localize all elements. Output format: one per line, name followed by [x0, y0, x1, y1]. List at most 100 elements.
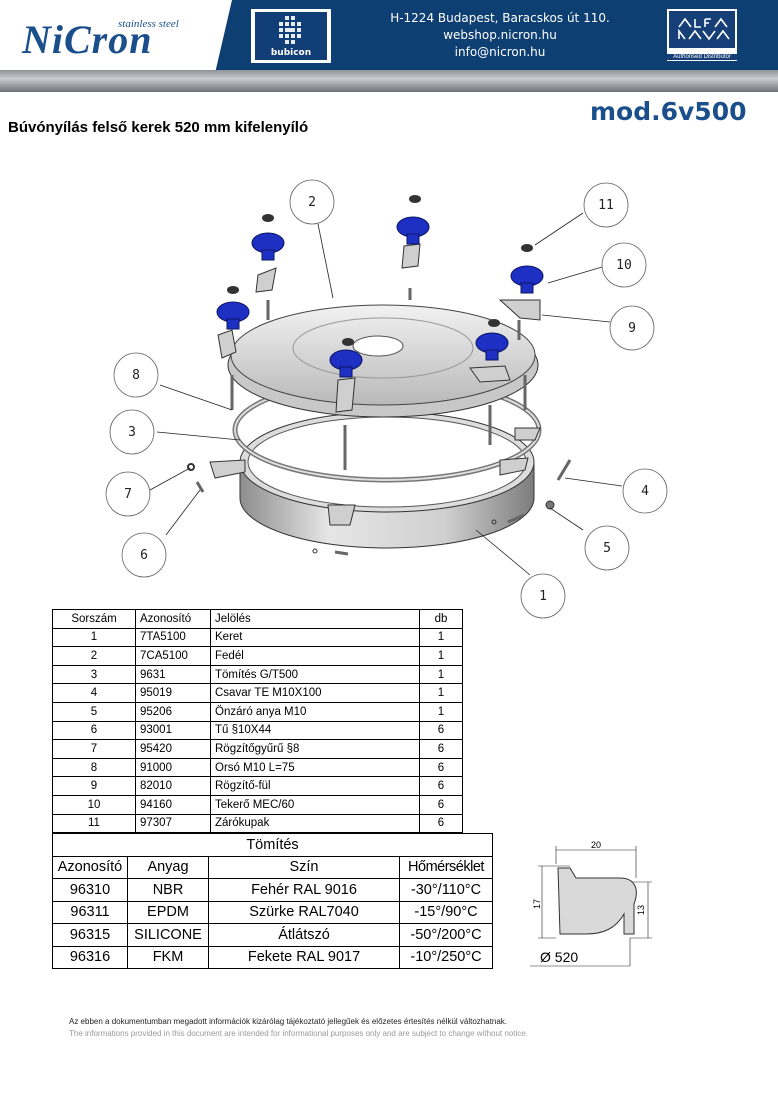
table-cell: 1: [52, 627, 136, 648]
table-cell: 3: [52, 664, 136, 685]
profile-width: 20: [591, 840, 601, 850]
callout-4: [622, 468, 668, 514]
seal-header-row: Azonosító Anyag Szín Hőmérséklet: [52, 855, 493, 879]
frame-ring: [239, 411, 535, 549]
bubicon-mark-icon: [279, 16, 301, 44]
callout-3: [109, 409, 155, 455]
bubicon-label: bubicon: [270, 48, 312, 58]
callout-label: 8: [132, 368, 140, 383]
table-cell: Rögzítő-fül: [210, 776, 420, 796]
col-header: db: [419, 609, 463, 629]
table-cell: 96310: [52, 878, 128, 902]
col-header: Anyag: [127, 855, 209, 879]
footer-disclaimer-hu: Az ebben a dokumentumban megadott inform…: [69, 1017, 508, 1026]
table-cell: NBR: [127, 878, 209, 902]
table-cell: 82010: [135, 776, 211, 796]
table-cell: Önzáró anya M10: [210, 701, 420, 722]
table-cell: 95206: [135, 701, 211, 722]
table-cell: Tű §10X44: [210, 720, 420, 741]
logo-panel: NiCron stainless steel: [0, 0, 232, 70]
table-cell: 96315: [52, 923, 128, 947]
table-cell: 6: [419, 813, 463, 834]
callout-leaders: [149, 212, 623, 576]
parts-header-row: Sorszám Azonosító Jelölés db: [52, 609, 463, 629]
table-cell: 7CA5100: [135, 646, 211, 666]
callout-label: 6: [140, 548, 148, 563]
callout-label: 11: [598, 198, 614, 213]
seal-title-row: Tömítés: [52, 833, 493, 857]
table-cell: -10°/250°C: [399, 945, 493, 969]
caps: [227, 195, 533, 346]
callout-label: 2: [308, 195, 316, 210]
callout-label: 7: [124, 487, 132, 502]
table-cell: 93001: [135, 720, 211, 741]
callout-label: 9: [628, 321, 636, 336]
table-cell: FKM: [127, 945, 209, 969]
col-header: Azonosító: [52, 855, 128, 879]
table-cell: 1: [419, 646, 463, 666]
table-cell: 6: [419, 757, 463, 778]
footer-disclaimer-en: The informations provided in this docume…: [69, 1029, 528, 1038]
table-cell: Fedél: [210, 646, 420, 666]
table-cell: 6: [419, 776, 463, 796]
table-cell: Csavar TE M10X100: [210, 683, 420, 703]
table-cell: -15°/90°C: [399, 900, 493, 924]
alfa-laval-logo: Authorised Distributor: [667, 9, 737, 61]
table-cell: 6: [419, 794, 463, 815]
contact-email: info@nicron.hu: [454, 45, 546, 59]
table-cell: 6: [419, 739, 463, 759]
small-parts: [187, 463, 555, 554]
table-cell: Zárókupak: [210, 813, 420, 834]
callout-2: [289, 179, 335, 225]
alfa-laval-mark-icon: [678, 17, 730, 41]
table-cell: 91000: [135, 757, 211, 778]
table-cell: 1: [419, 701, 463, 722]
col-header: Szín: [208, 855, 400, 879]
table-cell: 95019: [135, 683, 211, 703]
contact-web: webshop.nicron.hu: [443, 28, 557, 42]
brackets: [209, 243, 541, 526]
table-cell: 6: [419, 720, 463, 741]
table-cell: EPDM: [127, 900, 209, 924]
callout-label: 1: [539, 589, 547, 604]
alfa-laval-label: Authorised Distributor: [667, 54, 737, 60]
callout-6: [121, 532, 167, 578]
bubicon-logo: bubicon: [251, 9, 331, 63]
table-cell: Rögzítőgyűrű §8: [210, 739, 420, 759]
profile-diameter: Ø 520: [540, 949, 578, 965]
table-cell: 94160: [135, 794, 211, 815]
seal-profile-diagram: 20 17 13 Ø 520: [530, 840, 652, 967]
callout-10: [601, 242, 647, 288]
table-cell: 97307: [135, 813, 211, 834]
callout-5: [584, 525, 630, 571]
callout-label: 10: [616, 258, 632, 273]
table-cell: Orsó M10 L=75: [210, 757, 420, 778]
table-cell: -30°/110°C: [399, 878, 493, 902]
table-cell: Tekerő MEC/60: [210, 794, 420, 815]
col-header: Jelölés: [210, 609, 420, 629]
table-cell: Fehér RAL 9016: [208, 878, 400, 902]
lid: [227, 304, 539, 418]
callout-label: 4: [641, 484, 649, 499]
callout-11: [583, 182, 629, 228]
callout-label: 3: [128, 425, 136, 440]
col-header: Hőmérséklet: [399, 855, 493, 879]
table-cell: 5: [52, 701, 136, 722]
table-cell: 7TA5100: [135, 627, 211, 648]
seal-title: Tömítés: [52, 833, 493, 857]
table-cell: 6: [52, 720, 136, 741]
